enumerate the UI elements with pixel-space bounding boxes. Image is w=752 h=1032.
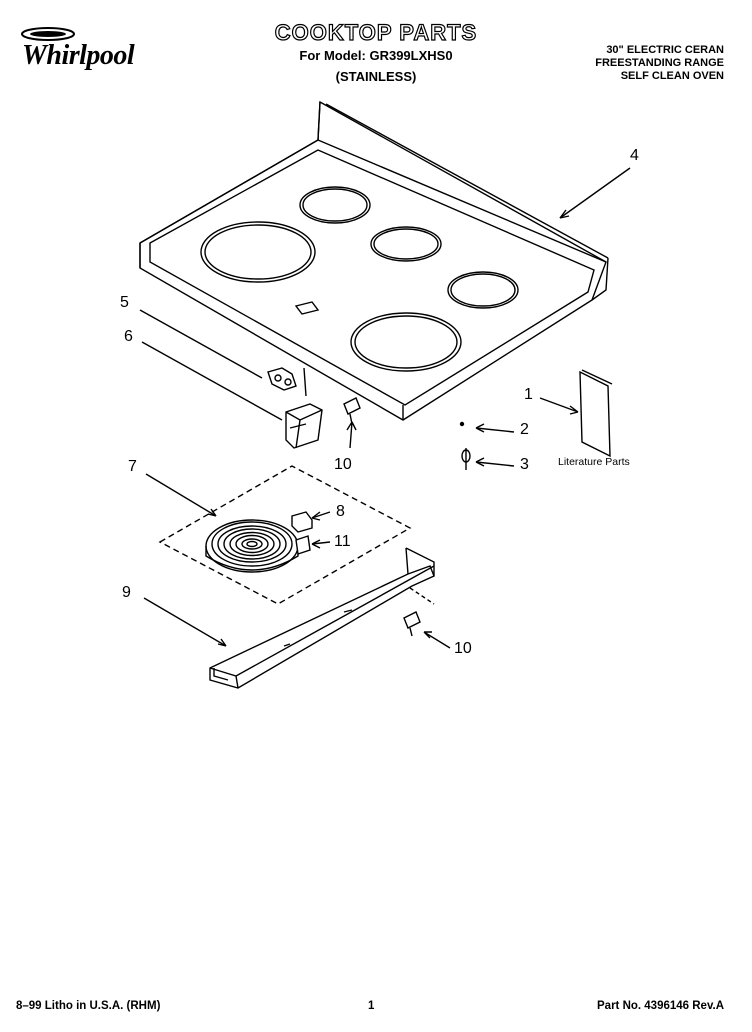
model-number: For Model: GR399LXHS0 xyxy=(299,48,453,63)
part-10-screw-upper xyxy=(343,397,361,449)
part-6-bracket xyxy=(285,403,323,449)
callout-4: 4 xyxy=(630,147,639,164)
part-1-literature xyxy=(539,369,613,458)
page-title: COOKTOP PARTS xyxy=(274,19,478,45)
part-5-wire-clip xyxy=(267,367,307,397)
cooktop-assembly xyxy=(139,100,609,421)
footer-litho: 8–99 Litho in U.S.A. (RHM) xyxy=(16,1000,161,1012)
footer-part-number: Part No. 4396146 Rev.A xyxy=(597,1000,724,1012)
callout-11: 11 xyxy=(334,533,351,550)
part-3-screw xyxy=(461,448,515,470)
leader-line-7 xyxy=(145,473,217,517)
hot-surface-indicator xyxy=(294,301,320,315)
leader-line-9 xyxy=(143,597,227,647)
part-9-support-bar xyxy=(209,547,435,689)
literature-parts-label: Literature Parts xyxy=(558,456,630,468)
leader-line-5 xyxy=(139,309,263,379)
burner-back-left xyxy=(299,186,371,224)
callout-9: 9 xyxy=(122,584,131,601)
leader-line-6 xyxy=(141,341,283,421)
brand-logo: Whirlpool xyxy=(22,40,135,71)
callout-6: 6 xyxy=(124,328,133,345)
part-2-spacer xyxy=(459,421,515,433)
burner-left-large xyxy=(200,221,316,283)
model-finish: (STAINLESS) xyxy=(335,69,417,84)
range-description-line-1: 30" ELECTRIC CERAN xyxy=(606,44,724,56)
part-11-limiter xyxy=(295,535,331,555)
callout-10-upper: 10 xyxy=(334,456,352,473)
part-10-screw-lower xyxy=(403,611,451,649)
footer-page-number: 1 xyxy=(368,1000,375,1012)
whirlpool-swoosh-icon xyxy=(21,27,75,41)
burner-front-right-large xyxy=(350,312,462,372)
callout-5: 5 xyxy=(120,294,129,311)
leader-line-4 xyxy=(559,167,631,219)
element-group-outline xyxy=(158,465,412,605)
part-7-radiant-element xyxy=(205,519,299,573)
callout-3: 3 xyxy=(520,456,529,473)
callout-7: 7 xyxy=(128,458,137,475)
burner-back-right xyxy=(447,271,519,309)
callout-2: 2 xyxy=(520,421,529,438)
burner-center xyxy=(370,226,442,262)
callout-1: 1 xyxy=(524,386,533,403)
callout-10-lower: 10 xyxy=(454,640,472,657)
range-description-line-2: FREESTANDING RANGE xyxy=(595,57,724,69)
callout-8: 8 xyxy=(336,503,345,520)
range-description-line-3: SELF CLEAN OVEN xyxy=(620,70,724,82)
part-8-terminal-block xyxy=(291,511,331,533)
